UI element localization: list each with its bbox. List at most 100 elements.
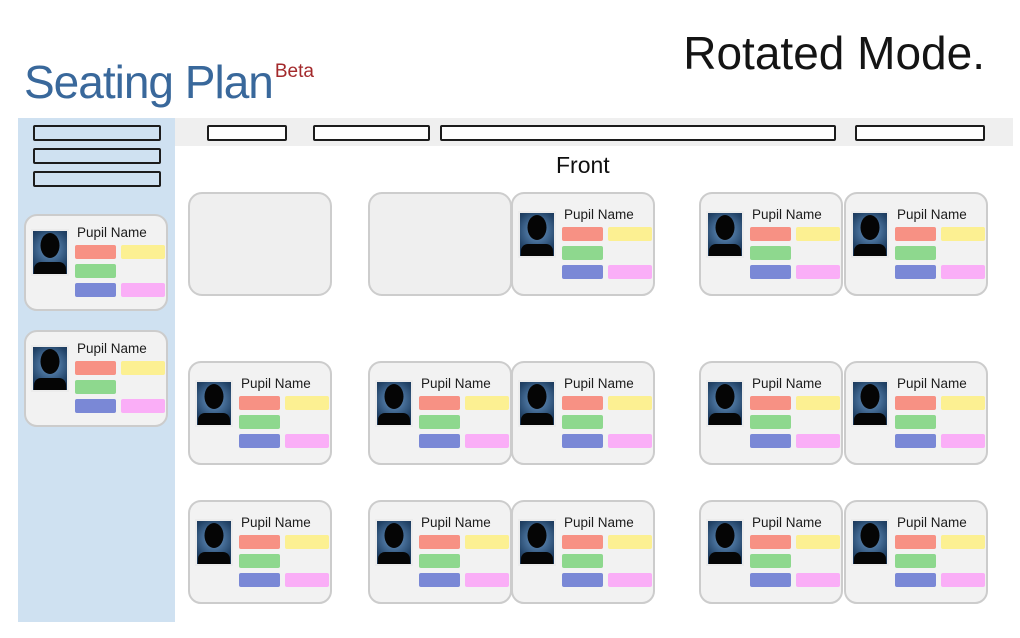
- color-bar-pink: [941, 434, 985, 448]
- pupil-seat-card[interactable]: Pupil Name: [368, 500, 512, 604]
- toolbar-slot[interactable]: [313, 125, 430, 141]
- pupil-name-label: Pupil Name: [897, 207, 967, 222]
- pupil-seat-card[interactable]: Pupil Name: [24, 330, 168, 427]
- pupil-name-label: Pupil Name: [421, 376, 491, 391]
- pupil-card-content: Pupil Name: [370, 502, 510, 593]
- color-bar-pink: [941, 265, 985, 279]
- pupil-card-content: Pupil Name: [26, 216, 166, 303]
- pupil-name-label: Pupil Name: [564, 515, 634, 530]
- person-silhouette-icon: [715, 523, 735, 548]
- pupil-card-content: Pupil Name: [846, 363, 986, 454]
- sidebar-menu-slot[interactable]: [33, 171, 161, 187]
- pupil-seat-card[interactable]: Pupil Name: [844, 500, 988, 604]
- pupil-card-content: Pupil Name: [190, 502, 330, 593]
- pupil-info: Pupil Name: [895, 515, 985, 587]
- color-bar-blue: [895, 434, 936, 448]
- pupil-card-content: Pupil Name: [701, 363, 841, 454]
- empty-seat[interactable]: [368, 192, 512, 296]
- app-title-text: Seating Plan: [24, 55, 274, 108]
- person-silhouette-icon: [384, 384, 404, 409]
- pupil-seat-card[interactable]: Pupil Name: [24, 214, 168, 311]
- pupil-card-content: Pupil Name: [513, 502, 653, 593]
- color-bar-blue: [562, 573, 603, 587]
- color-bar-green: [419, 554, 460, 568]
- color-bar-blue: [75, 283, 116, 297]
- person-silhouette-icon: [860, 384, 880, 409]
- pupil-name-label: Pupil Name: [564, 376, 634, 391]
- color-bar-yellow: [465, 396, 509, 410]
- pupil-card-content: Pupil Name: [701, 502, 841, 593]
- color-bar-blue: [75, 399, 116, 413]
- pupil-photo: [851, 211, 889, 258]
- empty-seat[interactable]: [188, 192, 332, 296]
- color-bar-salmon: [419, 396, 460, 410]
- sidebar-menu-slot[interactable]: [33, 148, 161, 164]
- pupil-name-label: Pupil Name: [564, 207, 634, 222]
- person-silhouette-icon: [860, 523, 880, 548]
- person-shoulders-shape: [198, 552, 230, 564]
- toolbar-slot[interactable]: [440, 125, 836, 141]
- pupil-seat-card[interactable]: Pupil Name: [188, 361, 332, 465]
- sidebar-menu-slot[interactable]: [33, 125, 161, 141]
- color-bar-empty: [121, 264, 165, 278]
- color-bar-green: [895, 246, 936, 260]
- pupil-seat-card[interactable]: Pupil Name: [511, 500, 655, 604]
- person-silhouette-icon: [527, 215, 547, 240]
- person-shoulders-shape: [198, 413, 230, 425]
- color-bar-empty: [121, 380, 165, 394]
- subject-color-bars: [419, 535, 509, 587]
- pupil-seat-card[interactable]: Pupil Name: [844, 361, 988, 465]
- color-bar-green: [562, 246, 603, 260]
- color-bar-empty: [608, 554, 652, 568]
- person-shoulders-shape: [521, 244, 553, 256]
- color-bar-salmon: [750, 227, 791, 241]
- color-bar-salmon: [239, 396, 280, 410]
- pupil-photo: [851, 380, 889, 427]
- person-silhouette-icon: [715, 215, 735, 240]
- pupil-seat-card[interactable]: Pupil Name: [188, 500, 332, 604]
- person-shoulders-shape: [854, 244, 886, 256]
- pupil-card-content: Pupil Name: [190, 363, 330, 454]
- color-bar-pink: [941, 573, 985, 587]
- toolbar-slot[interactable]: [207, 125, 287, 141]
- subject-color-bars: [750, 227, 840, 279]
- color-bar-green: [895, 415, 936, 429]
- color-bar-empty: [465, 554, 509, 568]
- pupil-card-content: Pupil Name: [846, 194, 986, 285]
- pupil-card-content: Pupil Name: [370, 363, 510, 454]
- color-bar-salmon: [562, 535, 603, 549]
- pupil-seat-card[interactable]: Pupil Name: [511, 192, 655, 296]
- subject-color-bars: [75, 361, 165, 413]
- pupil-seat-card[interactable]: Pupil Name: [699, 192, 843, 296]
- color-bar-green: [419, 415, 460, 429]
- person-shoulders-shape: [709, 413, 741, 425]
- subject-color-bars: [562, 227, 652, 279]
- pupil-seat-card[interactable]: Pupil Name: [699, 500, 843, 604]
- color-bar-pink: [796, 265, 840, 279]
- pupil-seat-card[interactable]: Pupil Name: [511, 361, 655, 465]
- pupil-info: Pupil Name: [239, 515, 329, 587]
- pupil-seat-card[interactable]: Pupil Name: [844, 192, 988, 296]
- mode-title: Rotated Mode.: [683, 27, 985, 79]
- color-bar-pink: [121, 283, 165, 297]
- color-bar-empty: [608, 415, 652, 429]
- color-bar-blue: [562, 434, 603, 448]
- color-bar-yellow: [796, 396, 840, 410]
- color-bar-salmon: [562, 396, 603, 410]
- color-bar-blue: [239, 434, 280, 448]
- pupil-seat-card[interactable]: Pupil Name: [368, 361, 512, 465]
- pupil-info: Pupil Name: [750, 515, 840, 587]
- person-shoulders-shape: [709, 552, 741, 564]
- toolbar-slot[interactable]: [855, 125, 985, 141]
- color-bar-salmon: [750, 535, 791, 549]
- pupil-photo: [518, 211, 556, 258]
- pupil-info: Pupil Name: [562, 207, 652, 279]
- pupil-seat-card[interactable]: Pupil Name: [699, 361, 843, 465]
- toolbar-band: [175, 118, 1013, 146]
- color-bar-salmon: [895, 535, 936, 549]
- pupil-info: Pupil Name: [239, 376, 329, 448]
- color-bar-blue: [750, 434, 791, 448]
- subject-color-bars: [895, 227, 985, 279]
- pupil-photo: [31, 229, 69, 276]
